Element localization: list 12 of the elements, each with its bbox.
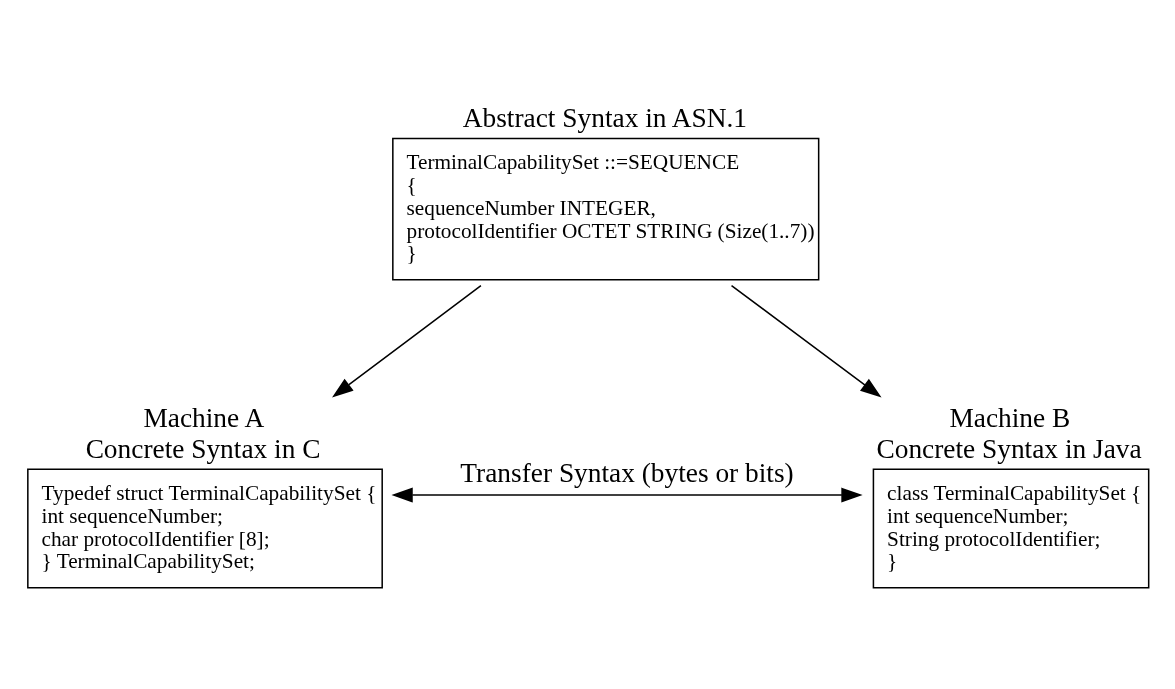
node-label: Concrete Syntax in C bbox=[85, 433, 321, 464]
arrow bbox=[391, 487, 863, 503]
node-label: Machine B bbox=[949, 403, 1071, 434]
node-box: class TerminalCapabilitySet { int sequenceNumber; String protocolIdentifier; } bbox=[872, 468, 1150, 589]
node-label: Abstract Syntax in ASN.1 bbox=[462, 102, 748, 133]
node-label: Machine A bbox=[143, 403, 265, 434]
node-label: Concrete Syntax in Java bbox=[876, 433, 1142, 464]
node-box: Typedef struct TerminalCapabilitySet { int sequenceNumber; char protocolIdentifier [8]; } TerminalCapabilitySet; bbox=[27, 468, 383, 589]
arrow bbox=[730, 284, 882, 398]
edge-label: Transfer Syntax (bytes or bits) bbox=[460, 457, 794, 488]
node-box: TerminalCapabilitySet ::=SEQUENCE { sequenceNumber INTEGER, protocolIdentifier OCTET STRING (Size(1..7)) } bbox=[392, 137, 820, 281]
arrow bbox=[332, 284, 482, 398]
